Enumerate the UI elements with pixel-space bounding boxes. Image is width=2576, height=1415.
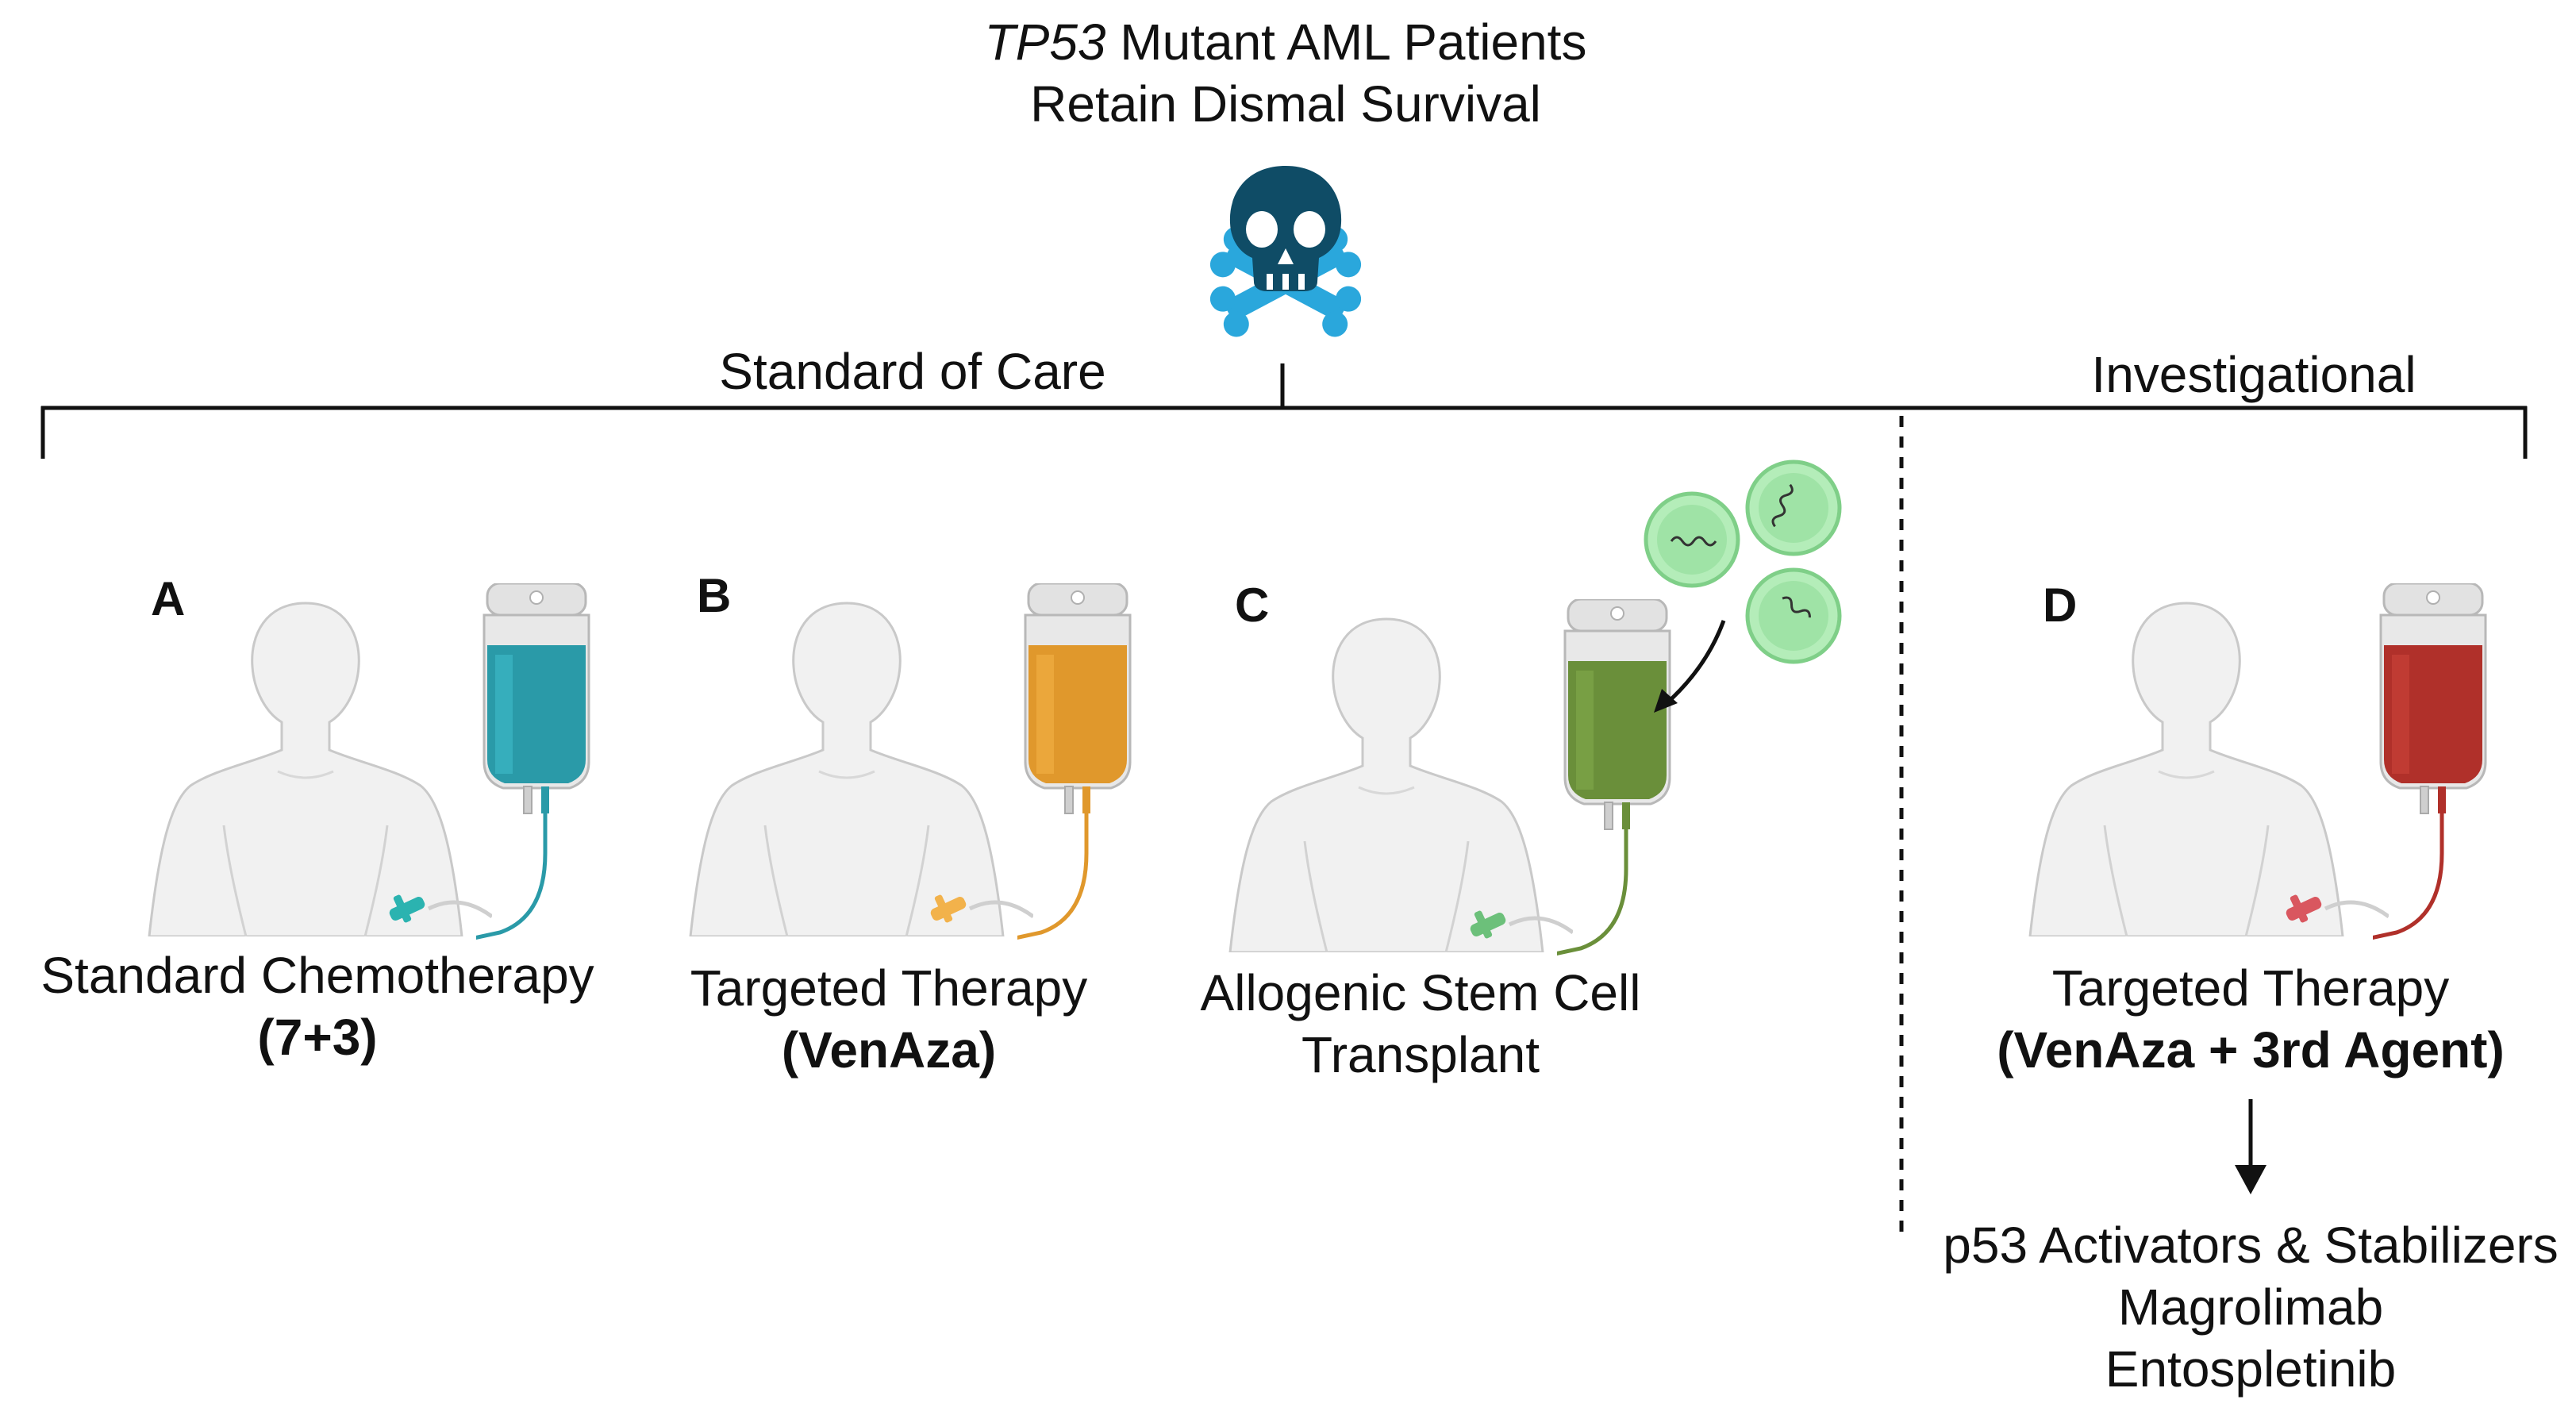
- skull: [1229, 166, 1342, 291]
- therapy-detail: (VenAza + 3rd Agent): [1997, 1021, 2505, 1079]
- agent-arrow-head: [2235, 1165, 2266, 1194]
- gene-name: TP53: [984, 13, 1106, 71]
- cell-infusion-arrow-head: [1654, 689, 1678, 713]
- catheter-icon: [1470, 910, 1573, 939]
- agent-list: p53 Activators & Stabilizers Magrolimab …: [1894, 1214, 2576, 1400]
- therapy-name: Targeted Therapy: [2051, 959, 2450, 1017]
- agent-entospletinib: Entospletinib: [2105, 1340, 2397, 1398]
- agent-magrolimab: Magrolimab: [2117, 1278, 2384, 1336]
- standard-of-care-label: Standard of Care: [719, 343, 1106, 400]
- therapy-detail: (7+3): [257, 1009, 378, 1066]
- therapy-detail: Transplant: [1301, 1026, 1540, 1083]
- patient-silhouette-icon: [148, 602, 463, 936]
- iv-bag-icon: [476, 583, 590, 940]
- patient-silhouette-icon: [1228, 617, 1544, 952]
- title-rest: Mutant AML Patients: [1105, 13, 1587, 71]
- stem-cell-3: [1745, 567, 1842, 664]
- patient-silhouette-icon: [2028, 602, 2344, 936]
- panel-letter: A: [151, 572, 186, 625]
- cell-infusion-arrow: [1663, 620, 1726, 706]
- therapy-name: Standard Chemotherapy: [40, 947, 594, 1004]
- panel-letter: B: [697, 569, 732, 622]
- skull-crossbones-icon: [1209, 166, 1362, 337]
- agent-p53-activators: p53 Activators & Stabilizers: [1943, 1217, 2559, 1274]
- therapy-name: Targeted Therapy: [690, 959, 1088, 1017]
- therapy-detail: (VenAza): [781, 1021, 997, 1079]
- catheter-icon: [389, 894, 492, 923]
- panel-caption: Targeted Therapy(VenAza + 3rd Agent): [1894, 957, 2576, 1081]
- catheter-icon: [2286, 894, 2389, 923]
- investigational-label: Investigational: [2091, 346, 2416, 403]
- diagram-title-line-2: Retain Dismal Survival: [1030, 75, 1541, 133]
- stem-cell-icon: [1644, 459, 1842, 706]
- panel-letter: C: [1235, 579, 1270, 632]
- panel-caption: Targeted Therapy(VenAza): [587, 957, 1190, 1081]
- catheter-icon: [930, 894, 1033, 923]
- iv-bag-icon: [2373, 583, 2487, 940]
- stem-cell-1: [1644, 491, 1740, 588]
- therapy-name: Allogenic Stem Cell: [1200, 964, 1641, 1021]
- iv-bag-icon: [1557, 599, 1671, 956]
- diagram-title-line-1: TP53 Mutant AML Patients: [794, 11, 1778, 73]
- panel-letter: D: [2043, 579, 2078, 632]
- panel-caption: Standard Chemotherapy(7+3): [8, 944, 627, 1068]
- patient-silhouette-icon: [689, 602, 1005, 936]
- stem-cell-2: [1745, 459, 1842, 556]
- iv-bag-icon: [1017, 583, 1132, 940]
